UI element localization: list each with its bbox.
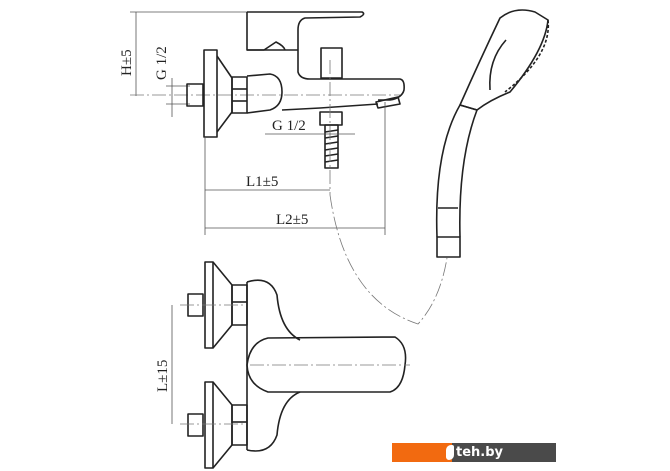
shower-head [435, 9, 550, 258]
site-logo: teh.by [392, 443, 556, 462]
leaf-icon [446, 445, 454, 460]
shower-hose [329, 194, 448, 325]
dim-l1-label: L1±5 [246, 174, 278, 190]
dim-thread-inlet-label: G 1/2 [154, 46, 170, 80]
dim-l-label: L±15 [155, 360, 171, 392]
dim-h-label: H±5 [119, 49, 135, 76]
logo-accent [392, 443, 452, 462]
logo-text: teh.by [456, 445, 504, 460]
dim-thread-outlet-label: G 1/2 [272, 118, 306, 134]
faucet-front-view: L±15 [155, 261, 410, 469]
dim-l2-label: L2±5 [276, 212, 308, 228]
faucet-side-view: H±5 G 1/2 G 1/2 L1±5 L2±5 [119, 11, 405, 235]
